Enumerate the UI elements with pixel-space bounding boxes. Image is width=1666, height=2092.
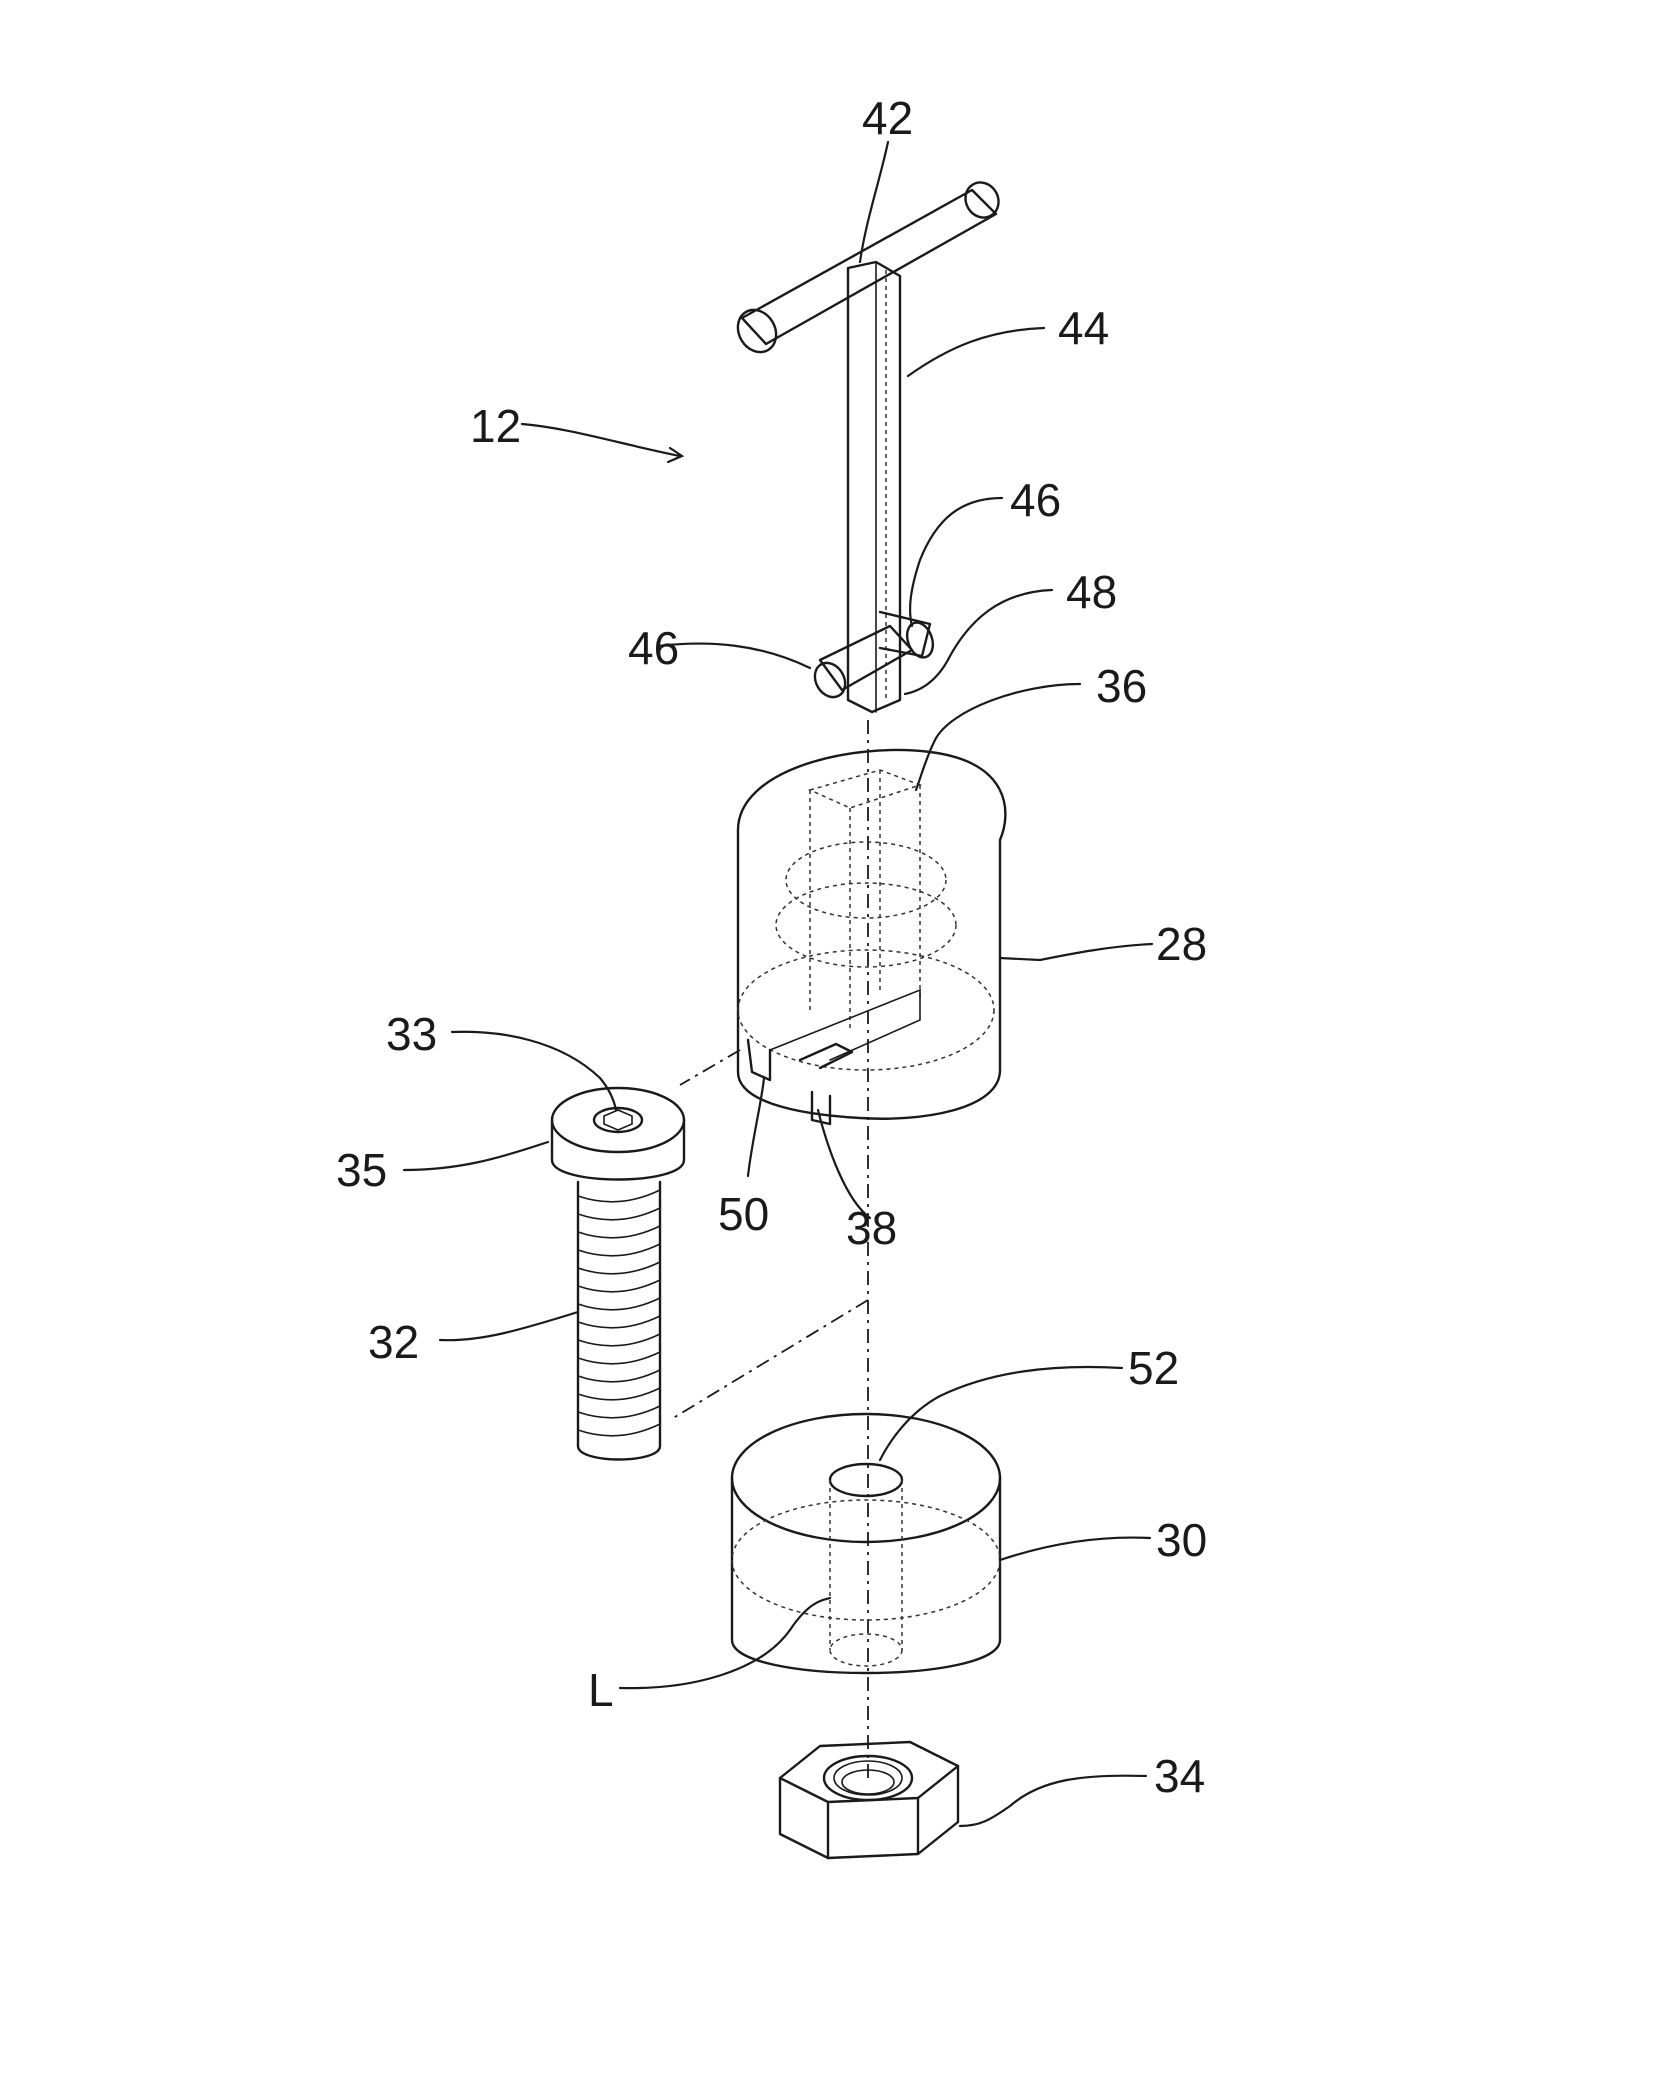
label-33: 33 <box>386 1008 437 1060</box>
label-12: 12 <box>470 400 521 452</box>
label-44: 44 <box>1058 302 1109 354</box>
lower-cylinder-body <box>732 1414 1000 1673</box>
t-handle-key <box>730 176 1004 712</box>
center-axis <box>670 720 868 1780</box>
label-50: 50 <box>718 1188 769 1240</box>
label-46-lower: 46 <box>628 622 679 674</box>
cap-screw <box>552 1088 684 1460</box>
leader-lines <box>404 142 1152 1826</box>
upper-cylinder-body <box>738 750 1005 1124</box>
screw-threads <box>578 1190 660 1436</box>
label-48: 48 <box>1066 566 1117 618</box>
label-L: L <box>588 1664 614 1716</box>
label-46-upper: 46 <box>1010 474 1061 526</box>
label-52: 52 <box>1128 1342 1179 1394</box>
label-34: 34 <box>1154 1750 1205 1802</box>
label-36: 36 <box>1096 660 1147 712</box>
label-35: 35 <box>336 1144 387 1196</box>
label-32: 32 <box>368 1316 419 1368</box>
label-28: 28 <box>1156 918 1207 970</box>
label-38: 38 <box>846 1202 897 1254</box>
hex-nut <box>780 1742 958 1858</box>
label-30: 30 <box>1156 1514 1207 1566</box>
label-42: 42 <box>862 92 913 144</box>
